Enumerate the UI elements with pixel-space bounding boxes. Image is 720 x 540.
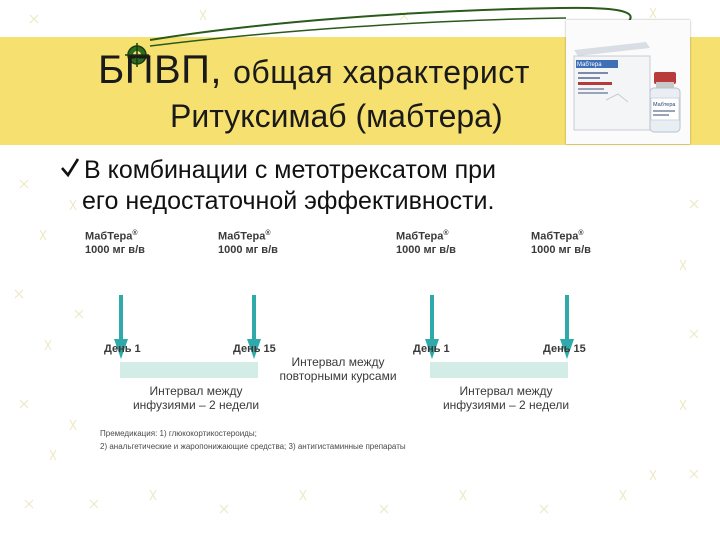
bullet-text-line1: В комбинации с метотрексатом при (84, 156, 497, 184)
premedication-note: Премедикация: 1) глюкокортикостероиды; 2… (100, 429, 406, 451)
slide-subtitle: Ритуксимаб (мабтера) (170, 98, 503, 134)
interval-label-right: Интервал между инфузиями – 2 недели (442, 384, 570, 412)
crosshair-icon (125, 43, 149, 67)
interval-band-right (430, 362, 568, 378)
product-photo: Мабтера Мабтера (566, 20, 690, 144)
vial-label: Мабтера (653, 102, 676, 108)
checkmark-icon (60, 155, 80, 186)
arrow-down-icon (560, 295, 574, 359)
dose-label-4: МабТера® 1000 мг в/в (531, 230, 591, 256)
day-label-1: День 1 (104, 343, 141, 355)
day-label-4: День 15 (543, 343, 586, 355)
interval-label-left: Интервал между инфузиями – 2 недели (132, 384, 260, 412)
slide-title: БПВП, общая характерист (98, 48, 530, 92)
arrow-down-icon (425, 295, 439, 359)
dose-label-3: МабТера® 1000 мг в/в (396, 230, 456, 256)
dose-label-1: МабТера® 1000 мг в/в (85, 230, 145, 256)
dose-label-2: МабТера® 1000 мг в/в (218, 230, 278, 256)
day-label-3: День 1 (413, 343, 450, 355)
box-label: Мабтера (577, 62, 602, 68)
arrow-down-icon (247, 295, 261, 359)
bullet-text-line2: его недостаточной эффективности. (82, 187, 495, 215)
interval-label-middle: Интервал между повторными курсами (279, 355, 397, 383)
drug-package-image: Мабтера Мабтера (566, 20, 690, 144)
decorative-lines (149, 6, 632, 47)
day-label-2: День 15 (233, 343, 276, 355)
interval-band-left (120, 362, 258, 378)
arrow-down-icon (114, 295, 128, 359)
